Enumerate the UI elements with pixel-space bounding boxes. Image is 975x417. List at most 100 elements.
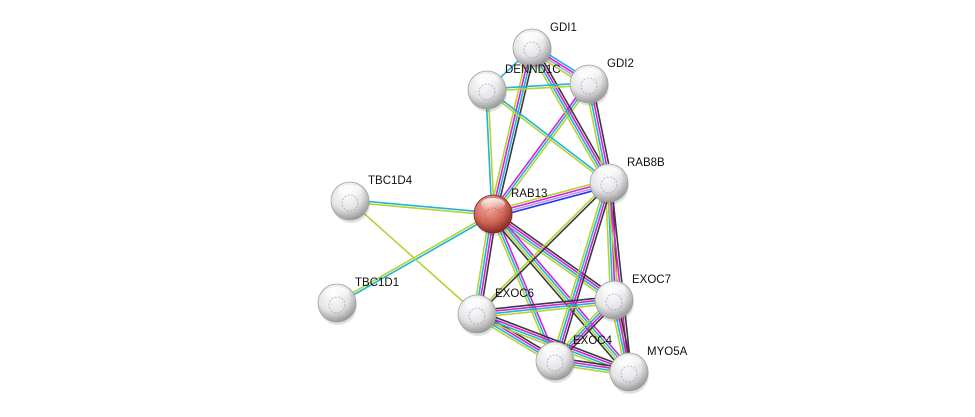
edge-evidence-database xyxy=(491,214,614,302)
edge-rab13-myo5a[interactable] xyxy=(489,211,633,375)
edge-evidence-textmining xyxy=(494,84,592,216)
node-exoc6[interactable]: EXOC6 xyxy=(457,288,534,336)
edge-evidence-coexpression xyxy=(495,48,537,215)
edge-evidence-textmining xyxy=(491,178,609,212)
protein-structure-icon xyxy=(484,207,502,225)
node-highlight xyxy=(597,167,621,179)
edge-evidence-experiments xyxy=(492,181,609,214)
edge-rab13-gdi2[interactable] xyxy=(490,82,592,216)
edge-evidence-experiments xyxy=(490,82,588,214)
node-highlight xyxy=(602,284,626,296)
edge-evidence-experiments xyxy=(494,212,558,361)
node-label: GDI1 xyxy=(550,22,577,34)
node-highlight xyxy=(338,185,362,197)
node-highlight xyxy=(543,345,567,357)
node-label: MYO5A xyxy=(647,346,688,358)
protein-structure-icon xyxy=(478,83,496,101)
protein-structure-icon xyxy=(605,293,623,311)
edge-evidence-coexpression xyxy=(489,215,627,375)
node-label: TBC1D1 xyxy=(355,277,399,289)
edge-evidence-textmining xyxy=(550,181,607,361)
node-gdi1[interactable]: GDI1 xyxy=(512,22,577,70)
edge-evidence-database xyxy=(477,300,615,316)
edge-evidence-coexpression xyxy=(477,310,631,370)
protein-structure-icon xyxy=(600,176,618,194)
edge-rab8b-exoc4[interactable] xyxy=(550,181,614,363)
node-label: RAB8B xyxy=(627,157,665,169)
node-rab13[interactable]: RAB13 xyxy=(473,188,547,236)
edge-evidence-experiments xyxy=(493,212,616,300)
node-rab8b[interactable]: RAB8B xyxy=(589,157,665,205)
edge-evidence-experiments xyxy=(476,298,614,314)
node-label: EXOC6 xyxy=(495,288,534,300)
edge-evidence-experiments xyxy=(532,47,611,183)
node-dennd1c[interactable]: DENND1C xyxy=(467,64,561,112)
edge-evidence-textmining xyxy=(477,302,615,319)
node-exoc4[interactable]: EXOC4 xyxy=(535,335,613,383)
edge-rab13-tbc1d4[interactable] xyxy=(349,199,494,216)
edge-rab13-exoc7[interactable] xyxy=(490,210,617,304)
edge-evidence-textmining xyxy=(491,214,629,374)
protein-structure-icon xyxy=(546,354,564,372)
node-highlight xyxy=(465,298,489,310)
edge-rab13-gdi1[interactable] xyxy=(488,47,537,215)
node-highlight xyxy=(325,287,349,299)
edge-rab13-dennd1c[interactable] xyxy=(485,89,495,215)
node-label: EXOC4 xyxy=(573,335,613,347)
node-label: GDI2 xyxy=(607,58,634,70)
edge-evidence-experiments xyxy=(555,183,611,362)
protein-structure-icon xyxy=(620,365,638,383)
node-label: RAB13 xyxy=(511,188,547,200)
edge-evidence-experiments xyxy=(495,211,633,371)
edge-evidence-cooccurrence xyxy=(493,185,611,219)
edge-evidence-database xyxy=(530,48,609,184)
edge-evidence-textmining xyxy=(485,90,609,185)
node-highlight xyxy=(481,198,505,210)
edge-evidence-textmining xyxy=(488,47,530,214)
node-tbc1d4[interactable]: TBC1D4 xyxy=(330,175,413,223)
edge-evidence-database xyxy=(487,88,611,183)
node-exoc7[interactable]: EXOC7 xyxy=(594,274,671,322)
protein-structure-icon xyxy=(468,307,486,325)
edge-evidence-coexpression xyxy=(494,210,617,298)
edge-evidence-database xyxy=(492,83,590,215)
node-label: EXOC7 xyxy=(632,274,671,286)
node-tbc1d1[interactable]: TBC1D1 xyxy=(317,277,399,325)
edge-evidence-textmining xyxy=(349,200,478,315)
edge-rab8b-exoc6[interactable] xyxy=(475,181,611,316)
protein-structure-icon xyxy=(523,41,541,59)
protein-structure-icon xyxy=(341,194,359,212)
edge-evidence-coexpression xyxy=(557,183,614,363)
edge-evidence-textmining xyxy=(528,49,607,186)
edge-tbc1d4-exoc6[interactable] xyxy=(349,200,478,315)
edge-evidence-experiments xyxy=(491,47,532,214)
edge-evidence-coexpression xyxy=(476,295,614,312)
edge-rab13-rab8b[interactable] xyxy=(491,178,611,219)
edge-evidence-database xyxy=(350,199,494,214)
node-gdi2[interactable]: GDI2 xyxy=(569,58,634,106)
edge-evidence-textmining xyxy=(490,216,613,304)
edge-evidence-textmining xyxy=(475,181,609,314)
edge-gdi1-rab8b[interactable] xyxy=(528,45,613,186)
edge-evidence-coexpression xyxy=(610,182,633,372)
edge-evidence-coexpression xyxy=(477,183,611,316)
edge-evidence-textmining xyxy=(487,89,495,214)
node-label: DENND1C xyxy=(505,64,561,76)
edge-evidence-database xyxy=(493,212,631,372)
edge-evidence-database xyxy=(485,90,493,215)
edge-exoc6-exoc7[interactable] xyxy=(476,295,615,319)
edge-evidence-coexpression xyxy=(534,45,613,182)
node-highlight xyxy=(617,356,641,368)
node-myo5a[interactable]: MYO5A xyxy=(609,346,688,394)
edge-evidence-textmining xyxy=(349,201,493,216)
protein-structure-icon xyxy=(580,77,598,95)
edge-evidence-database xyxy=(553,182,609,361)
protein-structure-icon xyxy=(328,296,346,314)
edge-evidence-database xyxy=(493,48,534,215)
node-highlight xyxy=(475,74,499,86)
edge-dennd1c-rab8b[interactable] xyxy=(485,88,611,185)
node-highlight xyxy=(520,32,544,44)
node-label: TBC1D4 xyxy=(368,175,413,187)
